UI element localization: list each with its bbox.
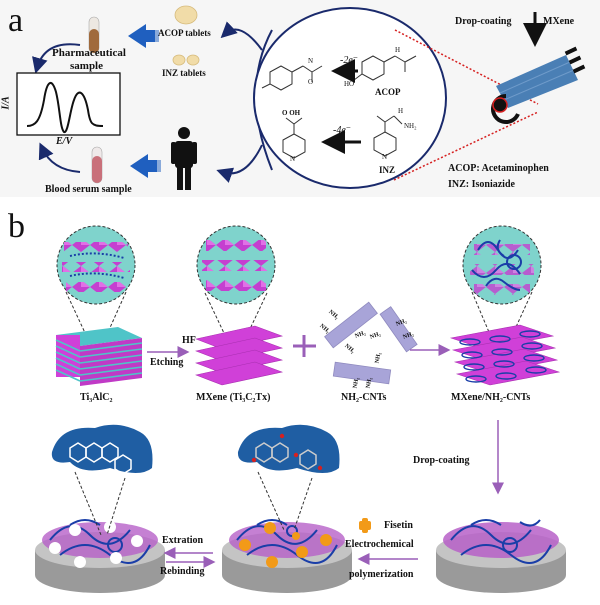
arrow-serum-to-voltammogram xyxy=(38,142,81,173)
napqi-o-atom: O xyxy=(308,78,314,86)
acop-tablets-label: ACOP tablets xyxy=(158,28,211,38)
blue-arrow-person-to-serum-icon xyxy=(130,154,161,178)
voltammogram-curve xyxy=(26,82,104,134)
acop-electron-label: -2e⁻ xyxy=(340,55,359,66)
legend-acop: ACOP: Acetaminophen xyxy=(448,163,549,174)
x-axis-label: E/V xyxy=(56,136,73,147)
fisetin-label: Fisetin xyxy=(384,520,413,531)
blood-serum-test-tube-icon xyxy=(91,146,103,184)
acop-nh-atom: H xyxy=(395,46,401,54)
ti3alc2-zoom-circle xyxy=(56,225,136,351)
arc-top xyxy=(220,21,263,51)
imprinted-cavity-callout xyxy=(51,424,153,536)
inz-tablets-icon xyxy=(172,54,200,66)
rebinding-label: Rebinding xyxy=(160,566,205,577)
panel-a-letter: a xyxy=(8,2,24,39)
person-icon xyxy=(171,127,197,190)
acop-ho-atom: HO xyxy=(344,80,355,88)
zoom-line-top xyxy=(394,29,539,105)
inz-n-atom: N xyxy=(382,153,388,161)
plus-sign-icon xyxy=(293,335,316,357)
mxene-label-b: MXene (Ti₃C₂Tx) xyxy=(196,392,271,403)
pharmaceutical-test-tube-icon xyxy=(88,16,100,54)
acop-tablet-icon xyxy=(174,5,198,25)
pharmaceutical-label-1: Pharmaceutical xyxy=(52,47,126,59)
composite-coated-electrode xyxy=(436,519,566,593)
isonicotinic-acid-structure xyxy=(282,117,306,159)
hf-label: HF xyxy=(182,335,196,346)
fisetin-imprinted-electrode xyxy=(222,519,352,593)
inz-tablets-label: INZ tablets xyxy=(162,68,206,78)
napqi-structure xyxy=(261,65,323,91)
pharmaceutical-label-2: sample xyxy=(70,60,103,72)
fisetin-legend-icon xyxy=(359,518,371,533)
ti3alc2-layered-stack xyxy=(55,327,143,386)
inz-structure xyxy=(373,115,403,157)
nh2-cnts-label: NH₂-CNTs xyxy=(341,392,387,403)
nh2-cnt-tubes xyxy=(324,301,418,385)
fisetin-molecule-callout xyxy=(237,424,340,531)
blood-serum-label: Blood serum sample xyxy=(45,184,132,195)
napqi-n-atom: N xyxy=(308,57,314,65)
template-removed-electrode xyxy=(35,519,165,593)
arc-bottom xyxy=(216,144,263,183)
acid-cooh-atoms: O OH xyxy=(282,109,301,117)
mxene-label-a: MXene xyxy=(543,16,575,27)
inz-electron-label: -4e⁻ xyxy=(333,125,352,136)
etching-label: Etching xyxy=(150,357,184,368)
polymerization-label: polymerization xyxy=(349,569,414,580)
legend-inz: INZ: Isoniazide xyxy=(448,179,515,190)
mxene-sheets xyxy=(194,325,284,386)
zoom-line-bottom xyxy=(393,111,539,181)
panel-b-graphic xyxy=(35,225,566,593)
blue-arrow-tablets-to-pharm-icon xyxy=(128,24,159,48)
y-axis-label: I/A xyxy=(0,96,12,110)
acop-molecule-label: ACOP xyxy=(375,87,401,97)
mxene-zoom-circle xyxy=(196,225,276,351)
drop-coating-label-a: Drop-coating xyxy=(455,16,512,27)
inz-molecule-label: INZ xyxy=(379,165,396,175)
ti3alc2-label: Ti₃AlC₂ xyxy=(80,392,113,403)
composite-cnt-loops xyxy=(459,330,547,383)
composite-label: MXene/NH₂-CNTs xyxy=(451,392,531,403)
composite-zoom-circle xyxy=(462,225,542,352)
panel-b-letter: b xyxy=(8,208,25,245)
inz-nh-atom: H xyxy=(398,107,404,115)
panel-a-graphic xyxy=(16,5,586,190)
electrochemical-label: Electrochemical xyxy=(345,539,414,550)
acid-n-atom: N xyxy=(290,155,296,163)
drop-coating-label-b: Drop-coating xyxy=(413,455,470,466)
voltammogram-plot xyxy=(16,72,121,136)
reaction-ellipse xyxy=(253,7,447,189)
arrow-pharm-to-voltammogram xyxy=(32,43,81,74)
acop-structure xyxy=(353,55,417,81)
extraction-label: Extration xyxy=(162,535,204,546)
inz-nh2-atom: NH₂ xyxy=(404,122,417,130)
screen-printed-electrode-icon xyxy=(491,46,586,124)
